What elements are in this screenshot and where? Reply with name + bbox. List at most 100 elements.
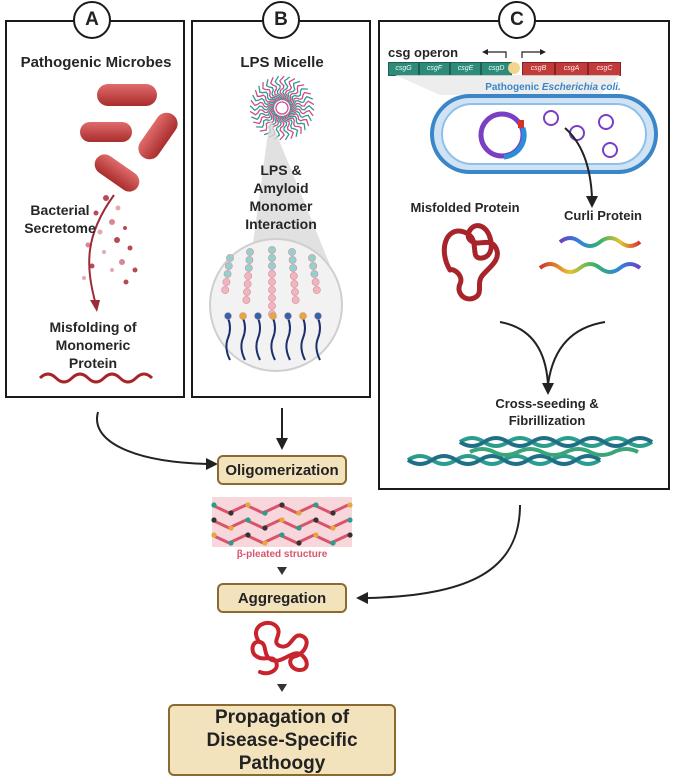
bacterium-1 (97, 84, 157, 106)
lipid-head (254, 312, 262, 320)
lipid-tail (225, 317, 231, 361)
monomer-bead (222, 278, 231, 286)
lipid-head (269, 312, 277, 320)
lipid-head (284, 312, 292, 320)
species-label: Pathogenic Escherichia coli. (448, 82, 658, 93)
monomer-bead (290, 280, 299, 288)
species-name: Escherichia coli. (541, 82, 621, 93)
lps-tail (288, 91, 311, 106)
beta-atom (228, 540, 234, 546)
monomer-bead (244, 264, 253, 272)
beta-atom (245, 532, 251, 538)
lps-tail (265, 79, 280, 102)
micelle-core (275, 101, 289, 115)
lps-tail (284, 78, 296, 102)
bacterium-2 (80, 122, 132, 142)
misfolding-label: Misfolding of Monomeric Protein (49, 319, 137, 371)
beta-atom (330, 525, 336, 531)
monomer-bead (244, 272, 253, 280)
beta-atom (211, 517, 217, 523)
plasmid-1 (543, 110, 559, 126)
curli-protein-1 (558, 236, 642, 248)
lps-tail (289, 100, 315, 110)
lps-tail (284, 114, 299, 137)
beta-atom (279, 532, 285, 538)
lps-tail (253, 110, 276, 125)
lps-tail (250, 99, 275, 108)
fibril-bundle (406, 436, 654, 466)
lps-tail (285, 80, 301, 102)
beta-atom (211, 502, 217, 508)
monomer-bead (268, 246, 276, 254)
bacterium-4 (94, 154, 140, 192)
lps-tail (278, 75, 286, 101)
lps-tail (269, 76, 282, 101)
lipid-tail (315, 317, 321, 361)
lipid-tail (240, 317, 246, 361)
monomer-bead (310, 270, 319, 278)
arrow-c-to-aggregation (365, 504, 521, 599)
beta-atom (228, 525, 234, 531)
monomer-bead (312, 286, 321, 294)
bacterium-3 (138, 112, 178, 160)
beta-atom (347, 517, 353, 523)
monomer-bead (308, 254, 316, 262)
lipid-head (224, 312, 232, 320)
gene-csgF: csgF (419, 62, 450, 76)
beta-atom (313, 517, 319, 523)
beta-atom (296, 540, 302, 546)
beta-atom (296, 525, 302, 531)
curli-protein-label: Curli Protein (563, 208, 642, 223)
oligomerization-box: Oligomerization (217, 455, 347, 485)
monomer-bead (288, 256, 297, 264)
cross-seeding-label: Cross-seeding & Fibrillization (495, 396, 599, 428)
lps-tail (288, 110, 312, 122)
beta-atom (330, 510, 336, 516)
beta-atom (211, 532, 217, 538)
monomer-bead (245, 256, 254, 264)
monomer-bead (291, 288, 299, 296)
beta-atom (347, 532, 353, 538)
monomer-bead (268, 302, 276, 310)
monomer-bead (291, 296, 300, 304)
arrow-beta-to-aggregation (277, 567, 287, 575)
beta-atom (347, 502, 353, 508)
arrow-aggregate-to-propagation (277, 684, 287, 692)
lps-tail (256, 112, 276, 128)
plasmid-4 (602, 142, 618, 158)
monomer-chains (221, 246, 322, 361)
misfolded-protein (441, 223, 500, 302)
promoter (508, 62, 520, 74)
secretome-dots (82, 195, 138, 285)
monomer-bead (223, 270, 232, 278)
lipid-tail (300, 317, 306, 361)
beta-atom (245, 502, 251, 508)
beta-atom (262, 540, 268, 546)
monomer-bead (268, 254, 276, 262)
beta-atom (279, 502, 285, 508)
lps-tail (282, 115, 295, 140)
panel-c-label: C (498, 1, 536, 39)
beta-atom (228, 510, 234, 516)
lps-tail (254, 89, 276, 105)
beta-sheet-illustration (211, 497, 353, 547)
monomer-bead (224, 262, 233, 270)
lps-tail (287, 112, 306, 131)
species-prefix: Pathogenic (485, 82, 542, 93)
lps-tail (262, 82, 278, 102)
lps-tail (289, 104, 315, 112)
monomer-bead (246, 248, 254, 256)
lps-tail (274, 75, 284, 101)
zoom-cone (250, 118, 330, 265)
monomer-bead (242, 296, 251, 304)
bacterial-secretome-label: Bacterial Secretome (24, 202, 96, 236)
curli-protein-2 (538, 262, 642, 274)
lps-tail (286, 114, 302, 134)
lps-tail (282, 76, 291, 101)
lps-tail (249, 106, 275, 116)
monomer-bead (289, 264, 298, 272)
monomer-bead (243, 280, 252, 288)
